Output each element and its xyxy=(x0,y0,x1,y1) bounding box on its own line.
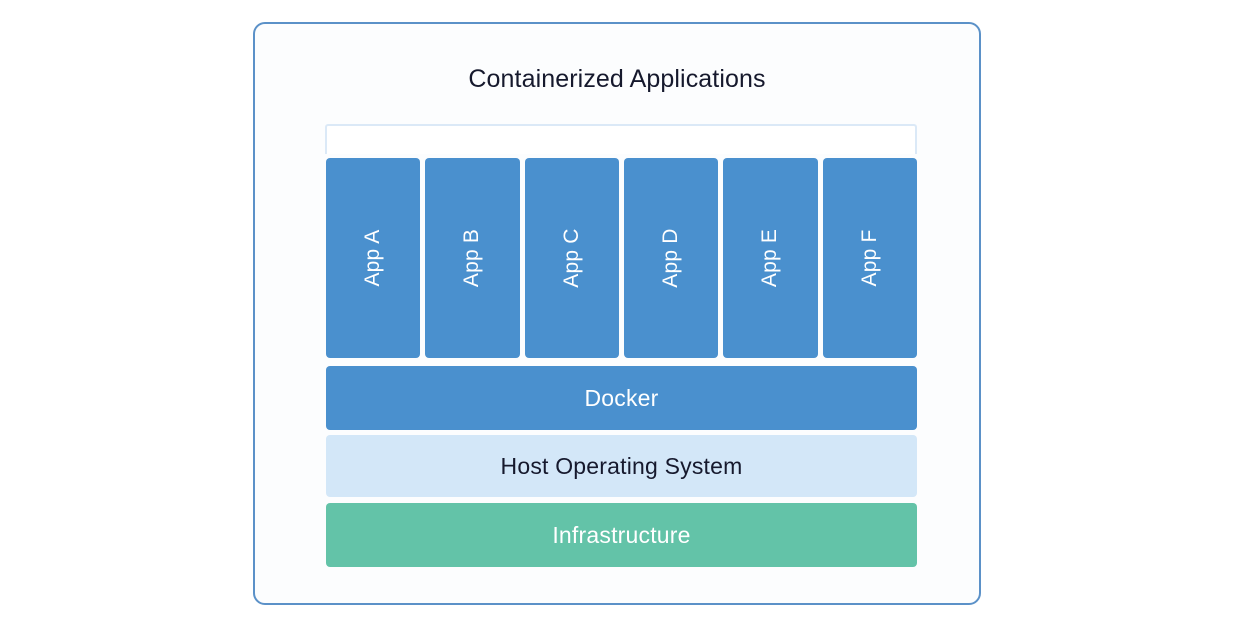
app-group-outline xyxy=(325,124,917,154)
app-box-label: App B xyxy=(460,228,484,288)
diagram-card: Containerized Applications App A App B A… xyxy=(253,22,981,605)
app-box-label: App A xyxy=(361,229,385,287)
layer-infrastructure[interactable]: Infrastructure xyxy=(326,503,917,567)
layer-infrastructure-label: Infrastructure xyxy=(552,521,691,548)
app-box-label: App D xyxy=(659,228,683,288)
layer-host-os-label: Host Operating System xyxy=(500,452,743,479)
app-box-label: App F xyxy=(857,229,881,287)
app-box-c[interactable]: App C xyxy=(524,158,619,358)
app-box-b[interactable]: App B xyxy=(425,158,520,358)
layer-docker-label: Docker xyxy=(584,384,659,411)
page-title: Containerized Applications xyxy=(468,65,766,93)
layer-docker[interactable]: Docker xyxy=(326,366,917,430)
app-box-label: App C xyxy=(559,228,583,288)
app-box-f[interactable]: App F xyxy=(822,158,917,358)
app-row: App A App B App C App D App E App F xyxy=(326,158,917,358)
layer-host-operating-system[interactable]: Host Operating System xyxy=(326,435,917,497)
app-box-a[interactable]: App A xyxy=(326,158,421,358)
app-box-d[interactable]: App D xyxy=(623,158,719,358)
app-box-e[interactable]: App E xyxy=(723,158,818,358)
app-box-label: App E xyxy=(758,228,782,288)
